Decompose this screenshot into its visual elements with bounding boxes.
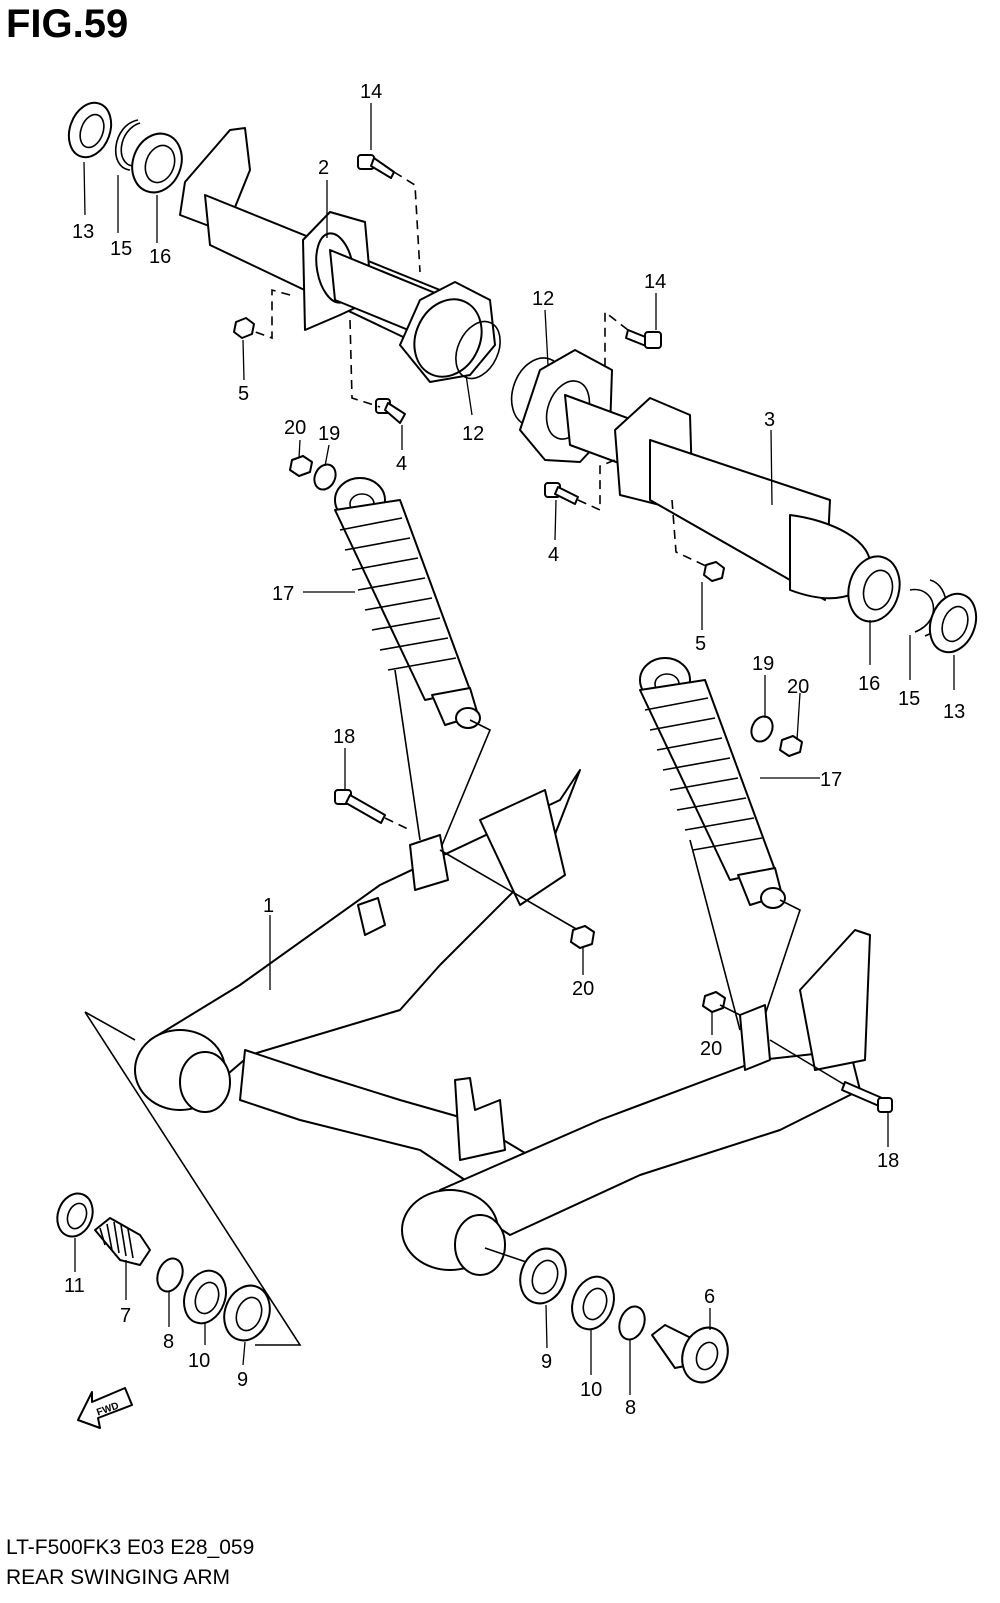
washer-19-left[interactable] bbox=[310, 461, 339, 493]
dust-seal-13-right[interactable] bbox=[922, 587, 984, 658]
bolt-18-left[interactable] bbox=[334, 789, 386, 824]
nut-20-left-upper[interactable] bbox=[289, 455, 313, 477]
callout-6: 6 bbox=[704, 1286, 715, 1308]
adjuster-bolt-7[interactable] bbox=[94, 1217, 151, 1266]
nut-20-right-lower[interactable] bbox=[702, 991, 726, 1013]
callout-3: 3 bbox=[764, 409, 775, 431]
shock-absorber-right[interactable] bbox=[639, 657, 801, 1031]
nut-5-left[interactable] bbox=[233, 317, 255, 339]
pivot-tube-right[interactable] bbox=[503, 349, 907, 627]
callout-8-left: 8 bbox=[163, 1331, 174, 1353]
callout-18-right: 18 bbox=[877, 1150, 899, 1172]
bolt-14-right[interactable] bbox=[625, 329, 662, 349]
callout-20-left-lower: 20 bbox=[572, 978, 594, 1000]
callout-19-left: 19 bbox=[318, 423, 340, 445]
seal-10-left[interactable] bbox=[177, 1265, 233, 1329]
callout-17-right: 17 bbox=[820, 769, 842, 791]
callout-20-right-lower: 20 bbox=[700, 1038, 722, 1060]
figure-name: REAR SWINGING ARM bbox=[6, 1566, 231, 1589]
callout-leaders bbox=[74, 103, 955, 1395]
callout-16-right: 16 bbox=[858, 673, 880, 695]
bearing-9-left[interactable] bbox=[217, 1279, 277, 1347]
nut-20-right-upper[interactable] bbox=[779, 735, 803, 757]
callout-13-left: 13 bbox=[72, 221, 94, 243]
callout-14-upper: 14 bbox=[360, 81, 382, 103]
bolt-4-left[interactable] bbox=[375, 398, 406, 424]
callout-12-right: 12 bbox=[532, 288, 554, 310]
model-code: LT-F500FK3 E03 E28_059 bbox=[6, 1536, 255, 1559]
nut-5-right[interactable] bbox=[703, 561, 725, 582]
bolt-4-right[interactable] bbox=[544, 482, 579, 505]
forward-arrow-icon: FWD bbox=[77, 1387, 133, 1429]
seal-10-right[interactable] bbox=[565, 1271, 621, 1335]
callout-12-left: 12 bbox=[462, 423, 484, 445]
shock-absorber-left[interactable] bbox=[334, 477, 492, 851]
bolt-18-right[interactable] bbox=[841, 1081, 893, 1113]
swinging-arm[interactable] bbox=[134, 769, 871, 1276]
pivot-shaft-6[interactable] bbox=[651, 1321, 735, 1389]
callout-15-right: 15 bbox=[898, 688, 920, 710]
callout-11: 11 bbox=[64, 1275, 85, 1297]
bolt-14-upper[interactable] bbox=[357, 154, 395, 179]
callout-4-right: 4 bbox=[548, 544, 559, 566]
callout-10-right: 10 bbox=[580, 1379, 602, 1401]
callout-5-right: 5 bbox=[695, 633, 706, 655]
callout-1: 1 bbox=[263, 895, 274, 917]
callout-4-left: 4 bbox=[396, 453, 407, 475]
callout-9-right: 9 bbox=[541, 1351, 552, 1373]
callout-16-left: 16 bbox=[149, 246, 171, 268]
callout-20-left-upper: 20 bbox=[284, 417, 306, 439]
callout-8-right: 8 bbox=[625, 1397, 636, 1419]
spacer-8-left[interactable] bbox=[153, 1255, 187, 1295]
callout-7: 7 bbox=[120, 1305, 131, 1327]
callout-2: 2 bbox=[318, 157, 329, 179]
callout-14-right: 14 bbox=[644, 271, 666, 293]
circlip-15-left[interactable] bbox=[115, 119, 141, 171]
callout-9-left: 9 bbox=[237, 1369, 248, 1391]
callout-5-left: 5 bbox=[238, 383, 249, 405]
callout-19-right: 19 bbox=[752, 653, 774, 675]
bearing-9-right[interactable] bbox=[513, 1242, 573, 1310]
lock-nut-11[interactable] bbox=[52, 1189, 99, 1242]
callout-numbers: 14 2 13 15 16 5 4 12 12 14 3 20 19 17 4 … bbox=[64, 81, 965, 1419]
washer-19-right[interactable] bbox=[747, 713, 776, 745]
figure-title: FIG.59 bbox=[6, 2, 129, 46]
dust-seal-13-left[interactable] bbox=[62, 97, 119, 163]
nut-20-left-lower[interactable] bbox=[570, 925, 595, 949]
pivot-tube-left[interactable] bbox=[179, 127, 509, 388]
callout-15-left: 15 bbox=[110, 238, 132, 260]
bearing-16-left[interactable] bbox=[124, 127, 190, 200]
spacer-8-right[interactable] bbox=[615, 1303, 649, 1343]
callout-10-left: 10 bbox=[188, 1350, 210, 1372]
callout-13-right: 13 bbox=[943, 701, 965, 723]
callout-18-left: 18 bbox=[333, 726, 355, 748]
callout-20-right-upper: 20 bbox=[787, 676, 809, 698]
callout-17-left: 17 bbox=[272, 583, 294, 605]
